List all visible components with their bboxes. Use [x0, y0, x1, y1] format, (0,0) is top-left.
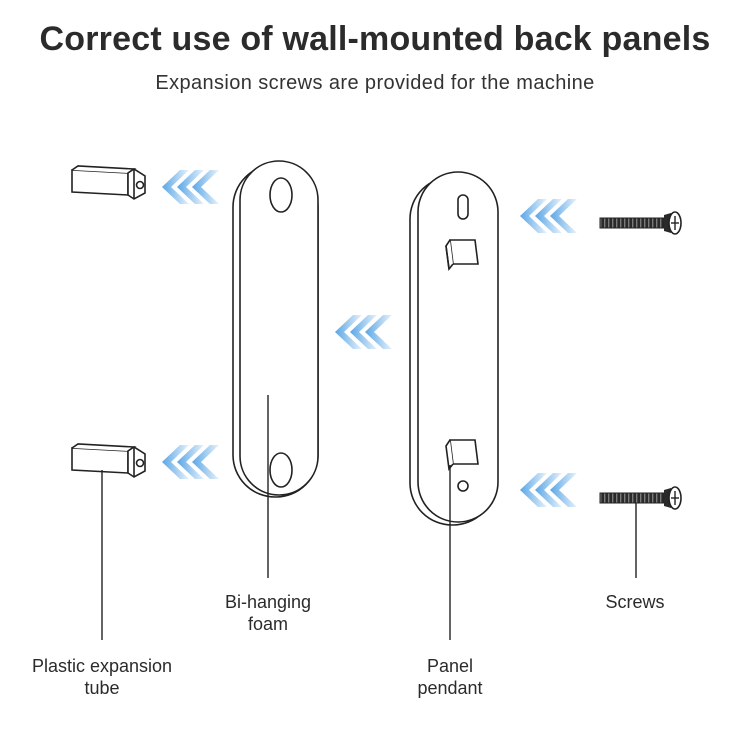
direction-arrow-icon-tube-top — [162, 170, 219, 204]
leader-lines — [101, 395, 637, 640]
direction-arrow-icon-screw-bottom — [520, 473, 577, 507]
direction-arrow-icon-foam — [335, 315, 392, 349]
direction-arrow-icon-tube-bottom — [162, 445, 219, 479]
direction-arrow-icon-screw-top — [520, 199, 577, 233]
label-panel-pendant: Panel pendant — [417, 656, 483, 698]
label-plastic-expansion-tube: Plastic expansion tube — [31, 656, 173, 698]
screw-icon-top — [599, 211, 682, 235]
bi-hanging-foam-illustration — [232, 160, 319, 498]
page-title: Correct use of wall-mounted back panels — [39, 20, 711, 58]
expansion-tube-icon-top — [71, 165, 146, 200]
label-screws: Screws — [605, 592, 665, 612]
screw-icon-bottom — [599, 486, 682, 510]
label-bi-hanging-foam: Bi-hanging foam — [224, 592, 312, 634]
panel-pendant-illustration — [409, 171, 499, 526]
page-subtitle: Expansion screws are provided for the ma… — [155, 72, 595, 94]
expansion-tube-icon-bottom — [71, 443, 146, 478]
